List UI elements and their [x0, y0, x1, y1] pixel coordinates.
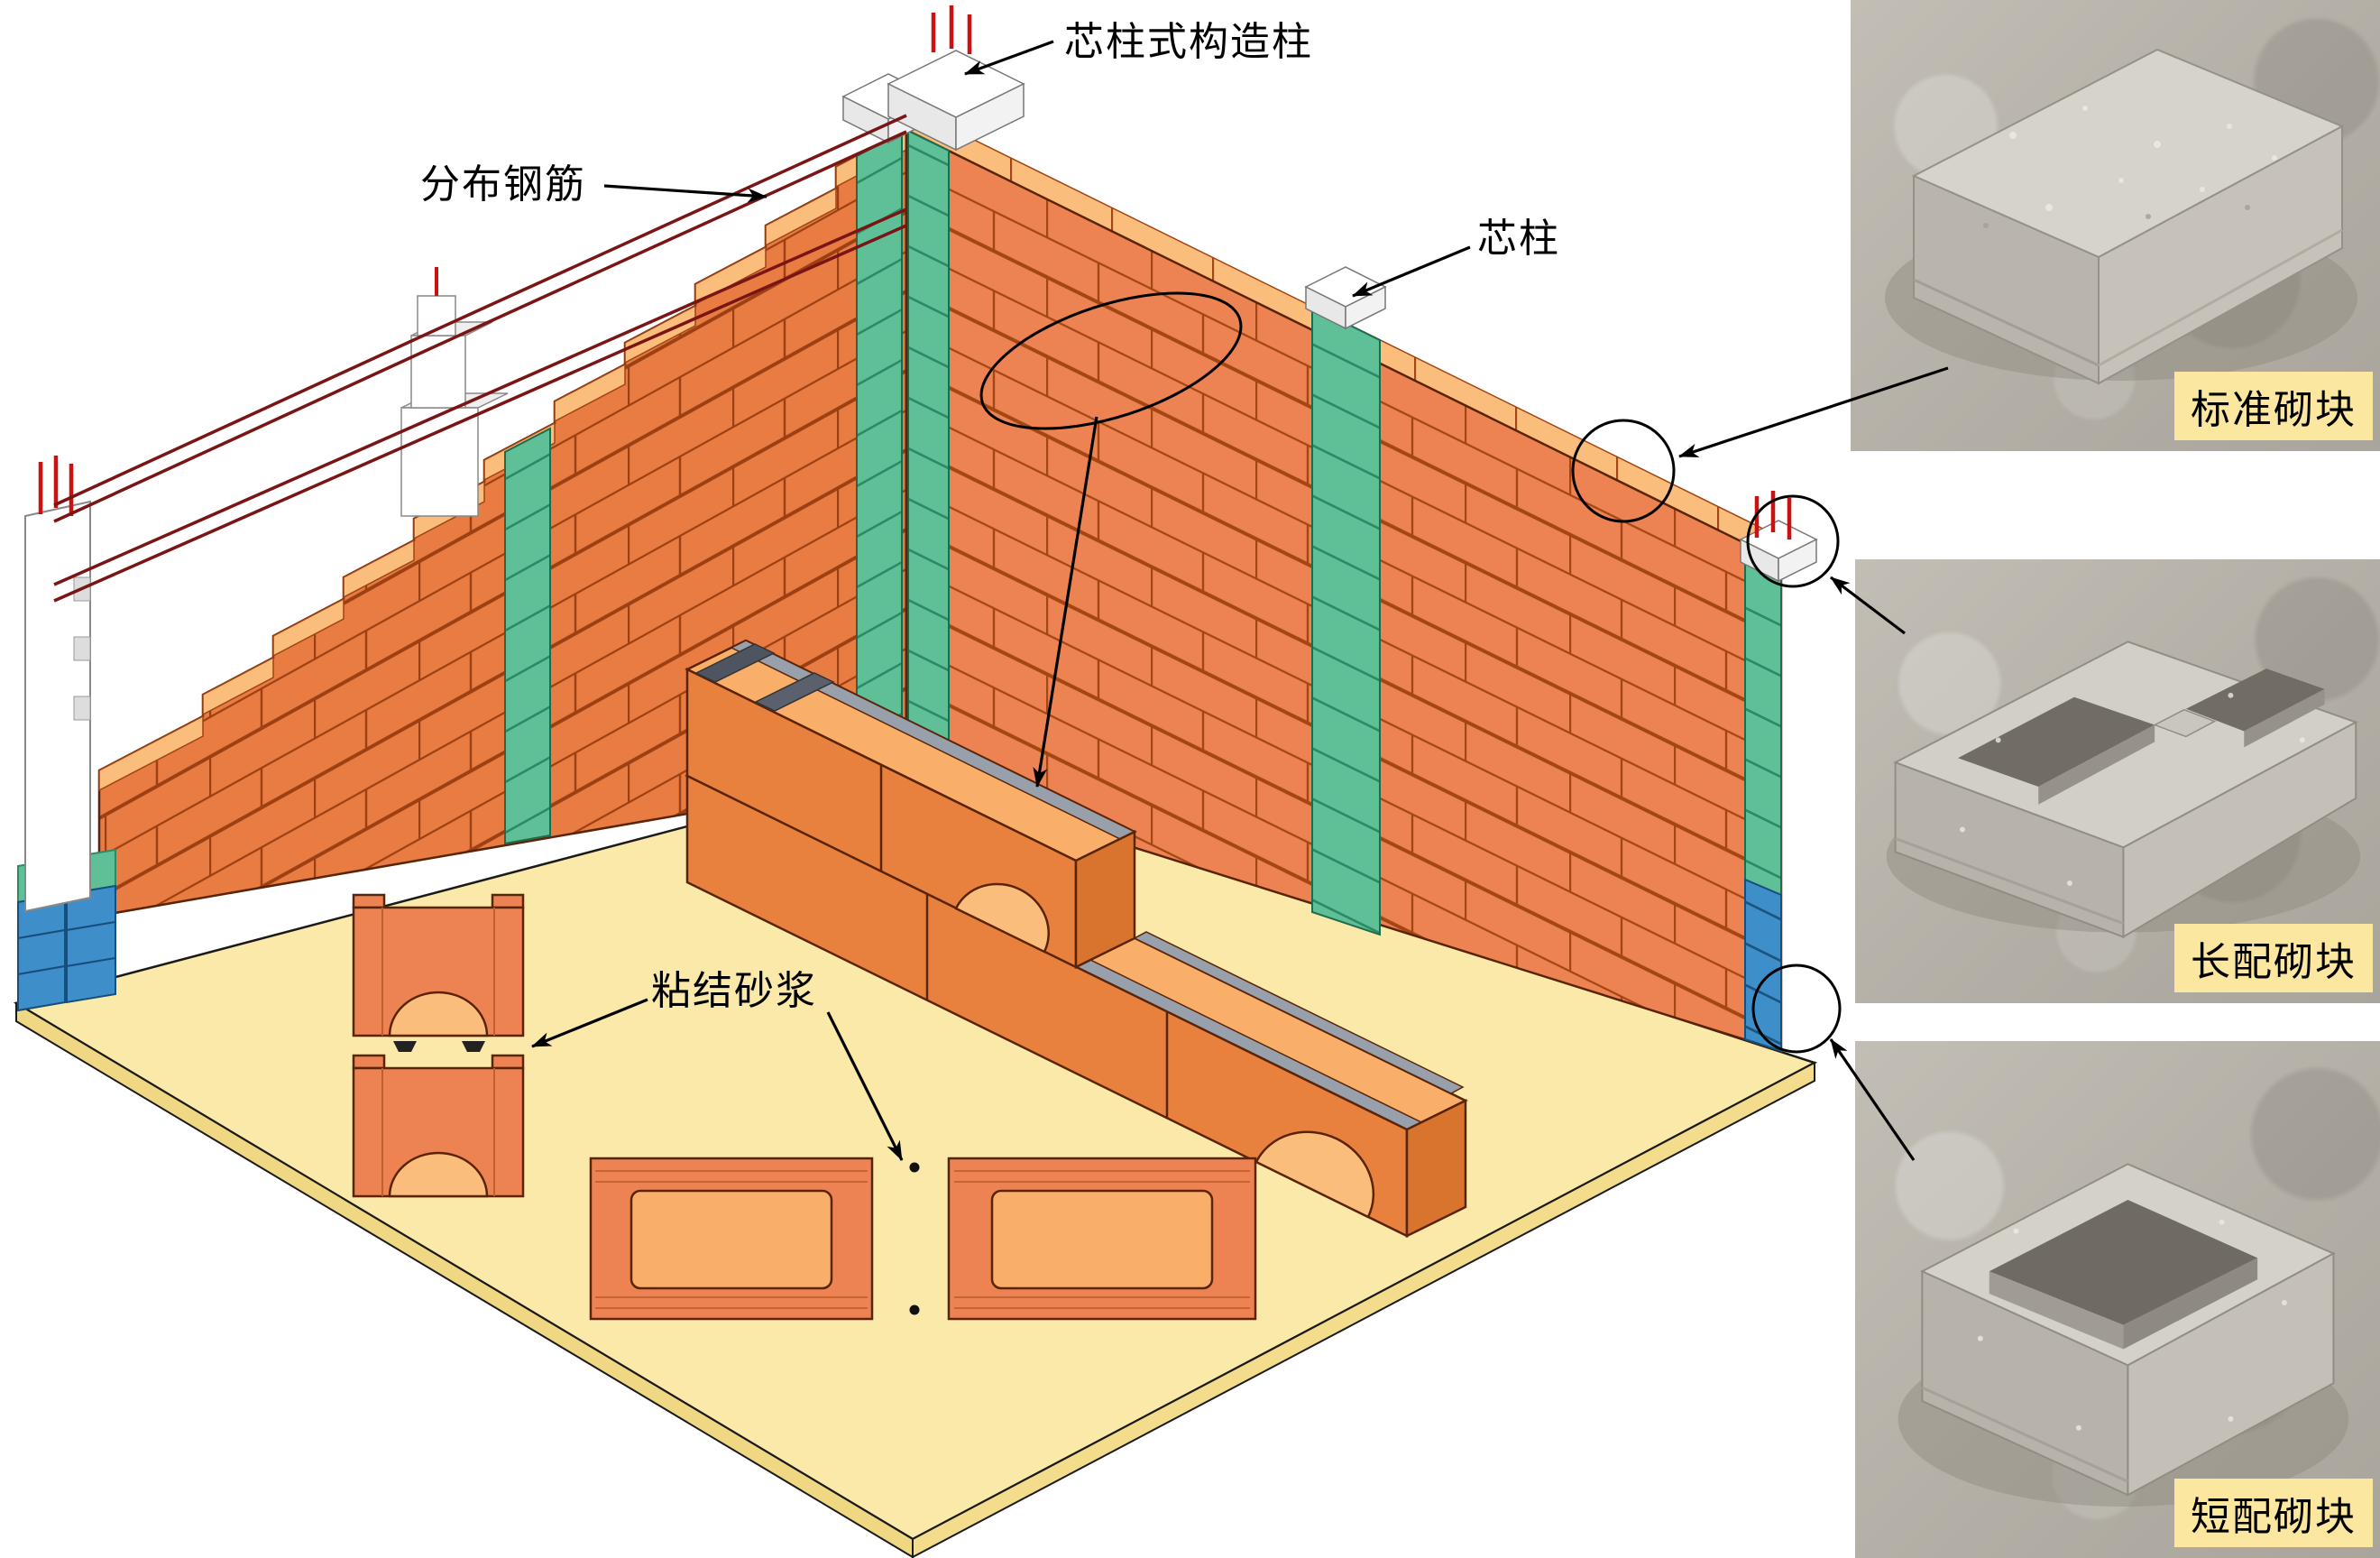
annotation-marks	[979, 291, 1842, 1054]
left-wall-end-green-blocks	[17, 848, 116, 904]
photo-short-aux-block: 短配砌块	[1855, 1041, 2380, 1558]
left-wall-step-caps	[98, 128, 907, 792]
mortar-strip-front	[1074, 959, 1423, 1130]
standard-block-callout-circle	[1571, 419, 1676, 523]
standard-block-label: 标准砌块	[2174, 372, 2373, 440]
short-aux-callout-circle	[1751, 963, 1842, 1054]
corner-constructional-column	[841, 50, 1025, 152]
label-bonding-mortar: 粘结砂浆	[651, 969, 817, 1013]
left-wall	[17, 127, 908, 1012]
arch-opening-upper	[954, 882, 1050, 954]
floor-slab	[13, 767, 1818, 1558]
mortar-joint-symbol	[462, 1041, 485, 1052]
standard-block-photo-illustration	[1885, 48, 2357, 385]
mortar-strip-top	[730, 640, 1136, 840]
left-wall-core-strip-near-corner	[856, 131, 903, 786]
exploded-block-assembly	[685, 639, 1468, 1239]
arrow-distributed-rebar	[603, 184, 767, 203]
arrow-ellipse-to-exploded	[1033, 416, 1098, 788]
short-aux-block-photo-illustration	[1898, 1163, 2349, 1507]
label-core-column: 芯柱	[1477, 217, 1560, 261]
long-block-elevations	[589, 1157, 1257, 1321]
rebar-left-end	[38, 456, 74, 516]
right-end-cap-block	[1739, 520, 1818, 583]
mortar-joint-symbol	[393, 1041, 417, 1052]
core-column-cap-block	[1304, 266, 1387, 330]
right-wall-core-strip-mid	[1311, 305, 1381, 936]
right-wall	[905, 105, 1818, 1053]
wall-detail-ellipse	[979, 291, 1243, 430]
mortar-dot	[909, 1162, 920, 1173]
photo-long-aux-block: 长配砌块	[1855, 559, 2380, 1003]
right-wall-cap-course	[905, 105, 1782, 563]
arrow-constructional-column	[964, 40, 1054, 76]
label-core-column-constructional: 芯柱式构造柱	[1064, 20, 1313, 64]
concrete-speckle	[2009, 106, 2277, 211]
mortar-dot	[909, 1304, 920, 1315]
channel-piece	[754, 672, 835, 712]
label-distributed-rebar: 分布钢筋	[420, 162, 586, 207]
arrow-bonding-mortar-right	[826, 1011, 904, 1161]
mid-left-constructional-column	[400, 267, 509, 517]
short-aux-block-label: 短配砌块	[2174, 1479, 2373, 1547]
arrow-core-column	[1352, 245, 1471, 298]
mortar-strip-rear	[1133, 931, 1465, 1094]
photo-standard-block: 标准砌块	[1851, 0, 2380, 451]
right-wall-end-green-strip	[1744, 542, 1782, 897]
arch-opening	[1254, 1130, 1375, 1219]
arrow-bonding-mortar-left	[531, 998, 648, 1048]
left-end-constructional-column	[24, 456, 91, 913]
long-aux-block-photo-illustration	[1886, 641, 2361, 939]
long-aux-block-label: 长配砌块	[2174, 924, 2373, 992]
right-wall-end-blue-strip	[1744, 878, 1782, 1053]
left-wall-end-blue-blocks	[17, 884, 116, 1012]
rebar-right-end	[1754, 491, 1792, 539]
long-aux-callout-circle	[1746, 494, 1840, 588]
right-wall-core-strip-corner	[907, 129, 950, 792]
left-wall-core-strip-mid	[504, 427, 551, 845]
block-cross-sections	[352, 893, 525, 1198]
channel-piece	[694, 643, 776, 683]
rebar-corner	[931, 5, 972, 54]
